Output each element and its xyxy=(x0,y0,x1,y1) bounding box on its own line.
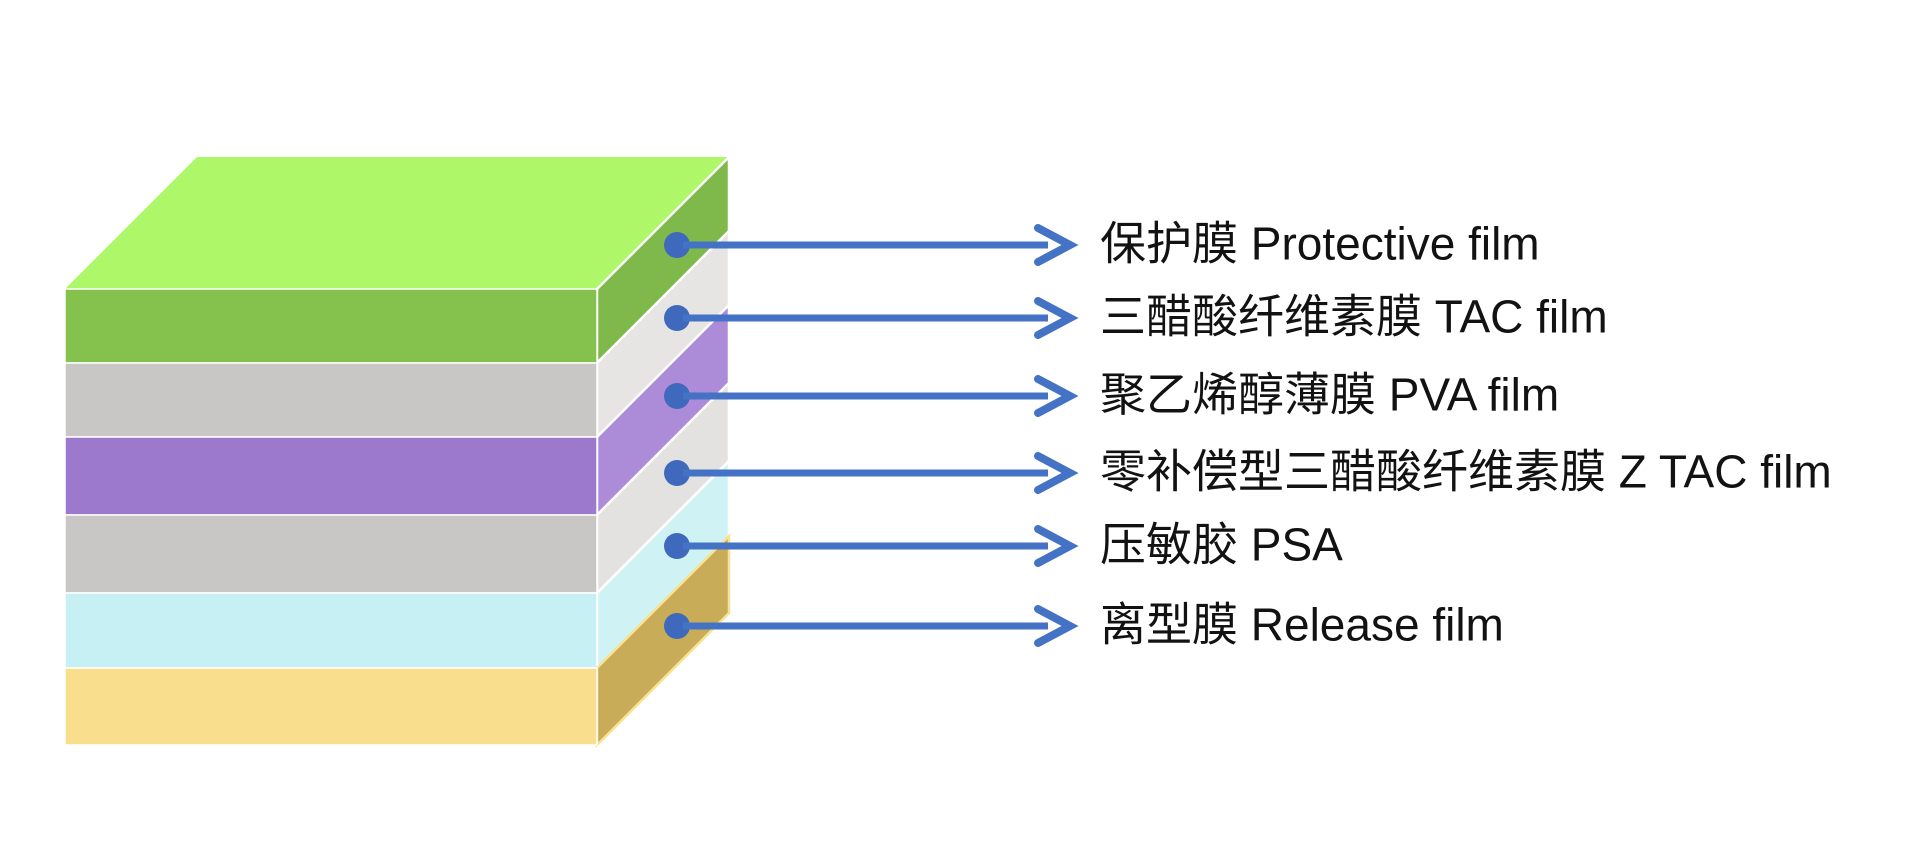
layer-label-z-tac-film: 零补偿型三醋酸纤维素膜 Z TAC film xyxy=(1100,445,1832,498)
layer-label-psa: 压敏胶 PSA xyxy=(1100,518,1343,571)
callout-arrow-pva-film xyxy=(664,375,1079,417)
layer-psa-front-face xyxy=(64,592,598,669)
layer-release-film-front-face xyxy=(64,667,598,746)
callout-dot xyxy=(664,305,690,331)
callout-arrow-z-tac-film xyxy=(664,452,1079,494)
callout-dot xyxy=(664,232,690,258)
layer-z-tac-film-front-face xyxy=(64,514,598,594)
callout-dot xyxy=(664,383,690,409)
arrow-right-icon xyxy=(1034,297,1079,339)
layer-pva-film-front-face xyxy=(64,436,598,516)
layer-label-protective-film: 保护膜 Protective film xyxy=(1100,217,1540,270)
callout-dot xyxy=(664,613,690,639)
layer-label-release-film: 离型膜 Release film xyxy=(1100,598,1504,651)
layer-tac-film-front-face xyxy=(64,362,598,438)
callout-arrow-protective-film xyxy=(664,224,1079,266)
arrow-right-icon xyxy=(1034,224,1079,266)
arrow-right-icon xyxy=(1034,605,1079,647)
callout-dot xyxy=(664,533,690,559)
arrow-right-icon xyxy=(1034,525,1079,567)
layer-label-tac-film: 三醋酸纤维素膜 TAC film xyxy=(1100,290,1608,343)
arrow-right-icon xyxy=(1034,452,1079,494)
callout-arrow-psa xyxy=(664,525,1079,567)
layer-protective-film-front-face xyxy=(64,288,598,364)
layer-label-pva-film: 聚乙烯醇薄膜 PVA film xyxy=(1100,368,1560,421)
callout-arrow-release-film xyxy=(664,605,1079,647)
callout-dot xyxy=(664,460,690,486)
layer-protective-film-top-face xyxy=(65,157,729,289)
callout-arrow-tac-film xyxy=(664,297,1079,339)
arrow-right-icon xyxy=(1034,375,1079,417)
